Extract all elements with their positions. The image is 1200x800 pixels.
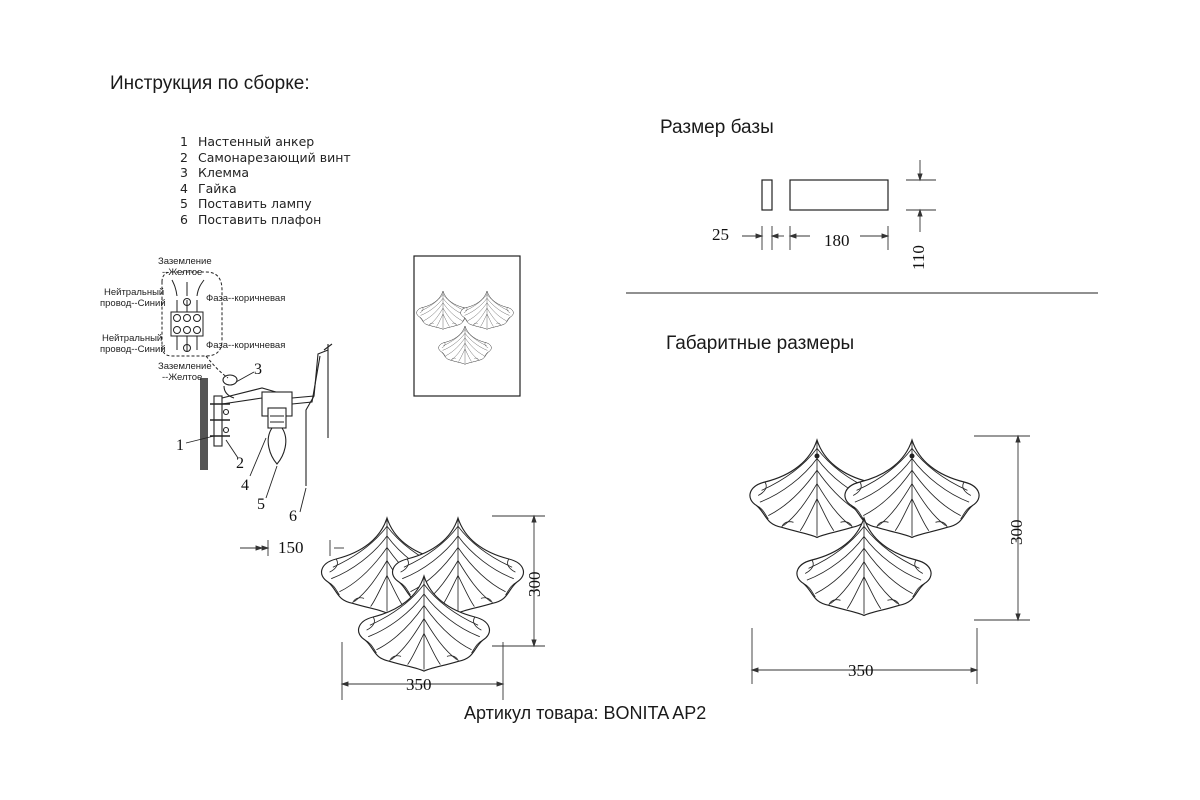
- callout-6: 6: [289, 508, 297, 525]
- step-label: Поставить лампу: [198, 196, 312, 212]
- step-label: Настенный анкер: [198, 134, 315, 149]
- small-width-value: 350: [406, 675, 432, 694]
- wire-ground-label-bottom: Заземление: [158, 361, 212, 372]
- overall-size-title: Габаритные размеры: [666, 333, 855, 354]
- step-label: Поставить плафон: [198, 211, 322, 227]
- instruction-title: Инструкция по сборке:: [110, 73, 310, 94]
- callout-4: 4: [241, 477, 249, 494]
- base-depth-value: 25: [712, 225, 729, 244]
- overall-width-value: 350: [848, 661, 874, 680]
- step-label: Клемма: [198, 165, 250, 181]
- callout-3: 3: [254, 361, 262, 378]
- step-number: 5: [180, 196, 188, 212]
- step-number: 1: [180, 134, 188, 149]
- base-drawing: [761, 179, 889, 211]
- wire-neutral-color-top: провод--Синий: [100, 298, 166, 309]
- base-size-title: Размер базы: [660, 117, 774, 138]
- dimension-lines-small: [340, 514, 545, 700]
- wire-neutral-label-bottom: Нейтральный: [102, 333, 163, 344]
- step-item: 6 Поставить плафон: [180, 212, 351, 228]
- mounting-assembly: [185, 343, 333, 513]
- step-item: 2 Самонарезающий винт: [180, 150, 351, 166]
- preview-frame: [413, 255, 521, 397]
- small-height-value: 300: [525, 571, 544, 598]
- wire-phase-label-top: Фаза--коричневая: [206, 293, 286, 304]
- step-number: 6: [180, 211, 188, 227]
- step-number: 3: [180, 165, 188, 181]
- step-item: 1 Настенный анкер: [180, 134, 351, 150]
- step-label: Самонарезающий винт: [198, 149, 351, 165]
- product-sku: Артикул товара: BONITA AP2: [464, 703, 707, 723]
- dimension-lines-large: [750, 434, 1030, 684]
- wire-neutral-label-top: Нейтральный: [104, 287, 165, 298]
- front-view-large: [749, 439, 980, 617]
- base-width-value: 180: [824, 231, 850, 250]
- wire-ground-color-top: --Желтое: [162, 267, 203, 278]
- depth-dimension-small: [240, 540, 344, 556]
- wiring-diagram: [161, 271, 229, 379]
- step-item: 3 Клемма: [180, 165, 351, 181]
- wire-ground-color-bottom: --Желтое: [162, 372, 203, 383]
- overall-height-value: 300: [1007, 519, 1026, 546]
- callout-2: 2: [236, 455, 244, 472]
- base-height-value: 110: [909, 245, 928, 270]
- step-item: 5 Поставить лампу: [180, 196, 351, 212]
- wire-ground-label-top: Заземление: [158, 256, 212, 267]
- step-item: 4 Гайка: [180, 181, 351, 197]
- small-depth-value: 150: [278, 538, 304, 557]
- wire-phase-label-bottom: Фаза--коричневая: [206, 340, 286, 351]
- callout-1: 1: [176, 437, 184, 454]
- front-view-small: [320, 517, 525, 672]
- step-number: 2: [180, 149, 188, 165]
- callout-5: 5: [257, 496, 265, 513]
- base-dimension-lines: [742, 160, 936, 250]
- wire-neutral-color-bottom: провод--Синий: [100, 344, 166, 355]
- step-label: Гайка: [198, 180, 237, 196]
- step-number: 4: [180, 180, 188, 196]
